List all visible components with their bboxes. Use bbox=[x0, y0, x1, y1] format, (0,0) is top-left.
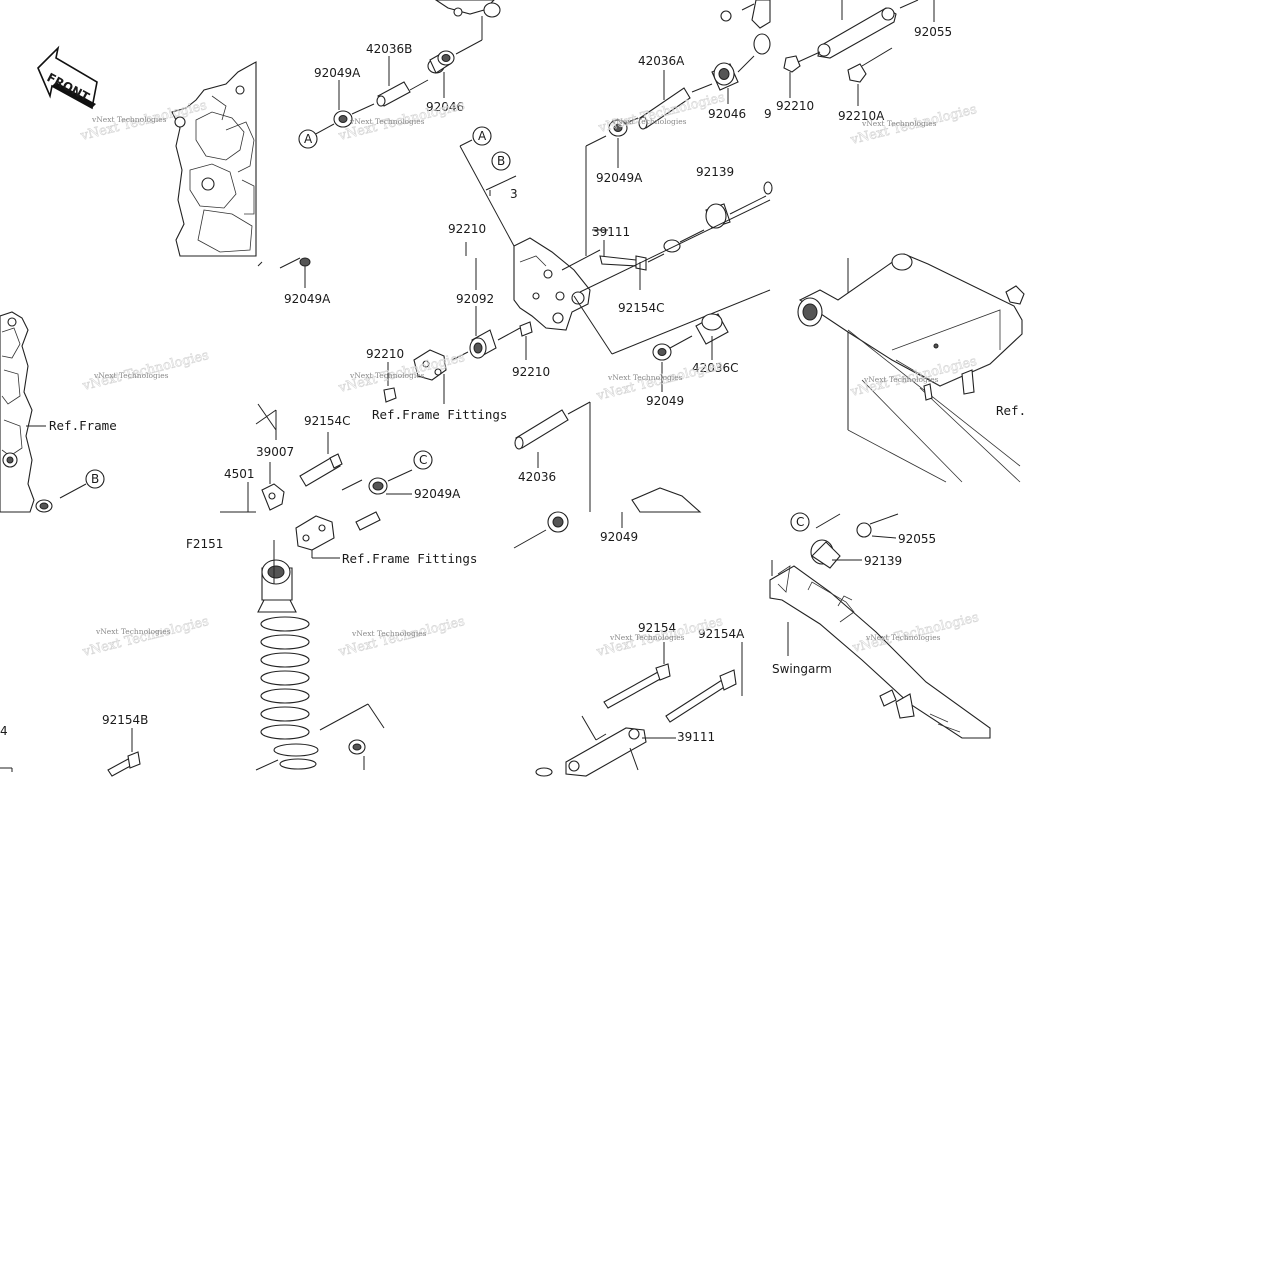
label-92154C: 92154C bbox=[618, 301, 665, 315]
label-ref-frame-fittings: Ref.Frame Fittings bbox=[342, 551, 477, 566]
label-92154C: 92154C bbox=[304, 414, 351, 428]
label-4501: 4501 bbox=[224, 467, 255, 481]
rear-shock-absorber bbox=[220, 403, 413, 771]
label-42036: 42036 bbox=[518, 470, 556, 484]
label-42036C: 42036C bbox=[692, 361, 739, 375]
label-ref-frame: Ref.Frame bbox=[49, 418, 117, 433]
label-92210: 92210 bbox=[366, 347, 404, 361]
label-92210: 92210 bbox=[448, 222, 486, 236]
label-42036B: 42036B bbox=[366, 42, 412, 56]
svg-text:B: B bbox=[91, 472, 99, 486]
upper-link-assembly bbox=[311, 0, 501, 137]
frame-fitting-bracket-1 bbox=[383, 349, 447, 404]
label-92049: 92049 bbox=[600, 530, 638, 544]
svg-text:vNext Technologies: vNext Technologies bbox=[95, 627, 171, 636]
svg-text:vNext Technologies: vNext Technologies bbox=[349, 371, 425, 380]
label-92139: 92139 bbox=[864, 554, 902, 568]
svg-text:A: A bbox=[478, 129, 487, 143]
label-92049A: 92049A bbox=[284, 292, 331, 306]
label-92154: 92154 bbox=[638, 621, 676, 635]
front-arrow-icon: FRONT bbox=[37, 45, 98, 110]
frame-casting-top bbox=[171, 61, 257, 257]
label-92210: 92210 bbox=[512, 365, 550, 379]
label-F2151: F2151 bbox=[186, 537, 223, 551]
label-39111: 39111 bbox=[677, 730, 715, 744]
circle-ref-c-1: C bbox=[413, 450, 433, 470]
bolt-92154B bbox=[0, 728, 141, 777]
swingarm bbox=[769, 513, 991, 739]
label-ref-partial: Ref. bbox=[996, 403, 1026, 418]
label-92049A: 92049A bbox=[314, 66, 361, 80]
circle-ref-a-2: A bbox=[472, 126, 492, 146]
bolts-and-link-bottom bbox=[535, 642, 743, 777]
collar-92092 bbox=[451, 242, 533, 361]
label-92139: 92139 bbox=[696, 165, 734, 179]
svg-text:vNext Technologies: vNext Technologies bbox=[596, 90, 726, 136]
frame-casting-left bbox=[0, 311, 53, 513]
label-swingarm: Swingarm bbox=[772, 662, 832, 676]
label-partial: 9 bbox=[764, 107, 772, 121]
frame-fitting-bracket-2 bbox=[295, 511, 381, 559]
circle-ref-b-2: B bbox=[85, 469, 105, 489]
label-92210: 92210 bbox=[776, 99, 814, 113]
label-92210A: 92210A bbox=[838, 109, 885, 123]
link-bottom-center bbox=[513, 487, 702, 549]
svg-text:vNext Technologies: vNext Technologies bbox=[93, 371, 169, 380]
label-92055: 92055 bbox=[914, 25, 952, 39]
label-partial: 4 bbox=[0, 724, 8, 738]
svg-text:vNext Technologies: vNext Technologies bbox=[865, 633, 941, 642]
label-92049A: 92049A bbox=[414, 487, 461, 501]
svg-text:vNext Technologies: vNext Technologies bbox=[861, 119, 937, 128]
rocker-arm bbox=[513, 135, 773, 355]
leader-lines bbox=[26, 139, 608, 499]
label-92154A: 92154A bbox=[698, 627, 745, 641]
frame-rear-right bbox=[797, 253, 1025, 483]
label-42036A: 42036A bbox=[638, 54, 685, 68]
upper-right-bushings bbox=[608, 0, 771, 168]
svg-text:B: B bbox=[497, 154, 505, 168]
svg-text:vNext Technologies: vNext Technologies bbox=[91, 115, 167, 124]
label-92046: 92046 bbox=[426, 100, 464, 114]
label-partial: 3 bbox=[510, 187, 518, 201]
sleeve-42036 bbox=[514, 401, 591, 512]
label-92049A: 92049A bbox=[596, 171, 643, 185]
svg-text:A: A bbox=[304, 132, 313, 146]
svg-text:vNext Technologies: vNext Technologies bbox=[609, 633, 685, 642]
svg-text:vNext Technologies: vNext Technologies bbox=[80, 614, 210, 660]
pull-rod-top bbox=[783, 0, 935, 106]
label-92154B: 92154B bbox=[102, 713, 148, 727]
svg-text:vNext Technologies: vNext Technologies bbox=[351, 629, 427, 638]
part-labels: 42036B 92049A 92046 42036A 92046 9 92055… bbox=[0, 25, 1026, 744]
label-92049: 92049 bbox=[646, 394, 684, 408]
svg-text:C: C bbox=[796, 515, 804, 529]
label-92055: 92055 bbox=[898, 532, 936, 546]
circle-ref-b-1: B bbox=[491, 151, 511, 171]
svg-text:vNext Technologies: vNext Technologies bbox=[863, 375, 939, 384]
label-ref-frame-fittings: Ref.Frame Fittings bbox=[372, 407, 507, 422]
sleeve-42036C bbox=[652, 313, 729, 392]
circle-ref-a-1: A bbox=[298, 129, 318, 149]
circle-ref-c-2: C bbox=[790, 512, 810, 532]
svg-text:C: C bbox=[419, 453, 427, 467]
svg-text:vNext Technologies: vNext Technologies bbox=[607, 373, 683, 382]
washer-92049A-lower bbox=[257, 257, 311, 288]
label-92046: 92046 bbox=[708, 107, 746, 121]
label-92092: 92092 bbox=[456, 292, 494, 306]
label-39007: 39007 bbox=[256, 445, 294, 459]
svg-text:vNext Technologies: vNext Technologies bbox=[611, 117, 687, 126]
label-39111: 39111 bbox=[592, 225, 630, 239]
svg-text:vNext Technologies: vNext Technologies bbox=[349, 117, 425, 126]
